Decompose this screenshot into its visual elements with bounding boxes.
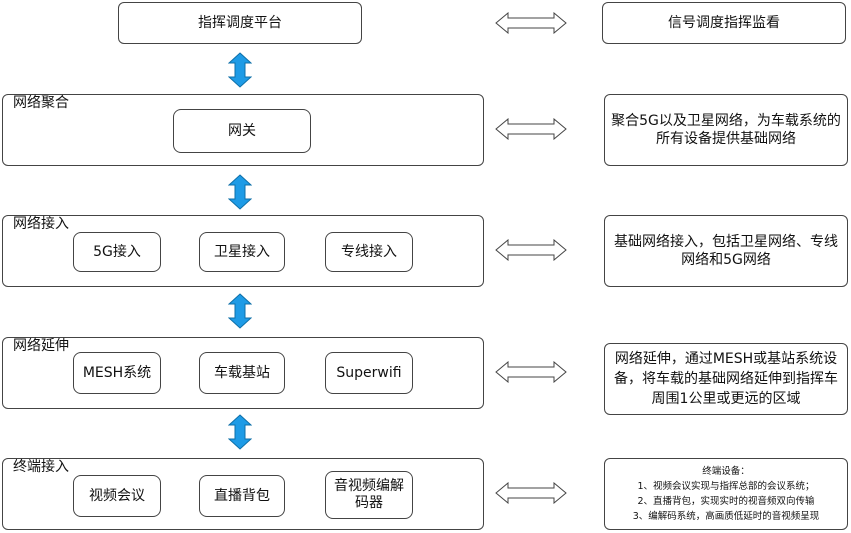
platform-box: 指挥调度平台 xyxy=(118,2,362,44)
superwifi-box: Superwifi xyxy=(325,352,413,394)
layer-network-extension: 网络延伸 MESH系统 车载基站 Superwifi xyxy=(2,337,484,409)
monitor-box: 信号调度指挥监看 xyxy=(602,2,846,44)
5g-access-label: 5G接入 xyxy=(93,243,141,260)
codec-box: 音视频编解码器 xyxy=(325,471,413,519)
superwifi-label: Superwifi xyxy=(336,364,402,381)
satellite-access-label: 卫星接入 xyxy=(214,243,270,260)
terminal-desc-line: 2、直播背包，实现实时的视音频双向传输 xyxy=(637,496,815,507)
double-arrow-icon xyxy=(495,361,567,383)
terminal-desc-heading: 终端设备： xyxy=(702,466,750,477)
leased-line-access-box: 专线接入 xyxy=(325,232,413,272)
layer-title: 网络延伸 xyxy=(13,338,69,354)
live-backpack-label: 直播背包 xyxy=(214,487,270,504)
vehicle-base-station-box: 车载基站 xyxy=(199,352,285,394)
vertical-double-arrow-icon xyxy=(228,414,252,450)
layer-network-aggregation: 网络聚合 网关 xyxy=(2,94,484,166)
aggregation-desc-text: 聚合5G以及卫星网络，为车载系统的所有设备提供基础网络 xyxy=(611,113,841,147)
mesh-system-box: MESH系统 xyxy=(73,352,161,394)
terminal-desc-line: 3、编解码系统，高画质低延时的音视频呈现 xyxy=(632,511,820,522)
layer-network-access: 网络接入 5G接入 卫星接入 专线接入 xyxy=(2,215,484,287)
double-arrow-icon xyxy=(495,118,567,140)
terminal-desc-line: 1、视频会议实现与指挥总部的会议系统； xyxy=(637,481,815,492)
monitor-label: 信号调度指挥监看 xyxy=(668,15,780,31)
leased-line-access-label: 专线接入 xyxy=(341,243,397,260)
vertical-double-arrow-icon xyxy=(228,174,252,210)
access-desc: 基础网络接入，包括卫星网络、专线网络和5G网络 xyxy=(604,215,848,287)
double-arrow-icon xyxy=(495,12,567,34)
access-desc-text: 基础网络接入，包括卫星网络、专线网络和5G网络 xyxy=(614,234,838,268)
layer-title: 网络接入 xyxy=(13,216,69,232)
extension-desc: 网络延伸，通过MESH或基站系统设备，将车载的基础网络延伸到指挥车周围1公里或更… xyxy=(604,343,848,415)
codec-label: 音视频编解码器 xyxy=(334,478,404,511)
video-conference-box: 视频会议 xyxy=(73,475,161,517)
double-arrow-icon xyxy=(495,239,567,261)
gateway-box: 网关 xyxy=(173,109,311,153)
aggregation-desc: 聚合5G以及卫星网络，为车载系统的所有设备提供基础网络 xyxy=(604,94,848,166)
vertical-double-arrow-icon xyxy=(228,293,252,329)
satellite-access-box: 卫星接入 xyxy=(199,232,285,272)
extension-desc-text: 网络延伸，通过MESH或基站系统设备，将车载的基础网络延伸到指挥车周围1公里或更… xyxy=(614,351,838,407)
mesh-system-label: MESH系统 xyxy=(82,364,152,381)
layer-title: 网络聚合 xyxy=(13,95,69,111)
platform-label: 指挥调度平台 xyxy=(198,14,282,31)
live-backpack-box: 直播背包 xyxy=(199,475,285,517)
vertical-double-arrow-icon xyxy=(228,52,252,88)
layer-title: 终端接入 xyxy=(13,459,69,475)
5g-access-box: 5G接入 xyxy=(73,232,161,272)
gateway-label: 网关 xyxy=(228,122,256,139)
terminal-desc: 终端设备： 1、视频会议实现与指挥总部的会议系统； 2、直播背包，实现实时的视音… xyxy=(604,458,848,530)
vehicle-base-station-label: 车载基站 xyxy=(214,364,270,381)
double-arrow-icon xyxy=(495,482,567,504)
layer-terminal-access: 终端接入 视频会议 直播背包 音视频编解码器 xyxy=(2,458,484,530)
video-conference-label: 视频会议 xyxy=(89,487,145,504)
